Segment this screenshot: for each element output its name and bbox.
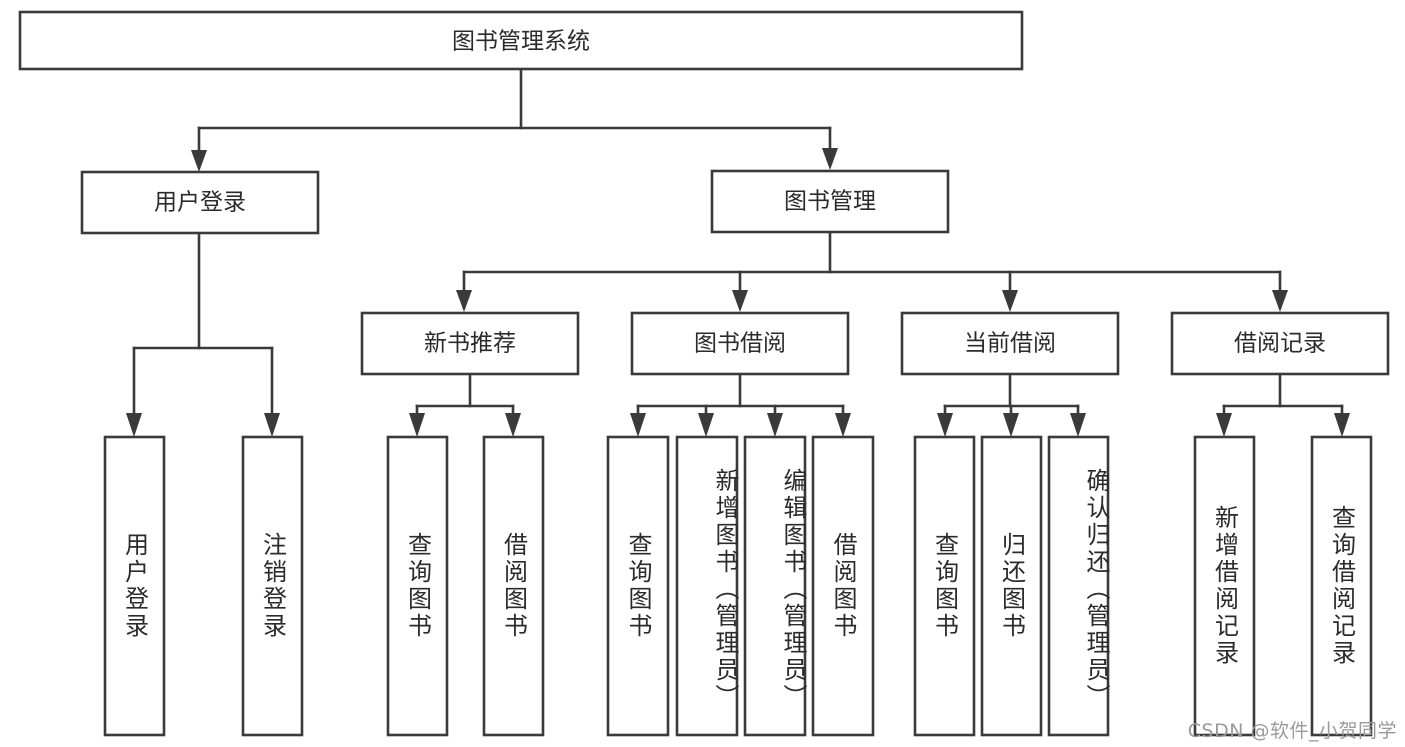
- leaf-box-add-record[interactable]: [1193, 435, 1256, 737]
- connector-group-root: [191, 67, 838, 172]
- watermark-text: CSDN @软件_小贺同学: [1187, 720, 1397, 742]
- arrow-head-leaf-user-login: [126, 413, 142, 437]
- arrow-head-leaf-query-record: [1334, 413, 1350, 437]
- connector-group-new-book-recommend: [409, 372, 521, 437]
- leaf-box-query-book-3[interactable]: [913, 435, 976, 737]
- leaf-box-group: [103, 435, 1373, 737]
- node-current-borrow[interactable]: 当前借阅: [900, 311, 1120, 376]
- arrow-head-leaf-query-book-2: [630, 413, 646, 437]
- node-user-login-box[interactable]: [80, 170, 320, 235]
- arrow-head-leaf-return-book: [1003, 413, 1019, 437]
- arrow-head-leaf-query-book-1: [409, 413, 425, 437]
- leaf-box-return-book[interactable]: [980, 435, 1043, 737]
- arrow-head-leaf-logout: [264, 413, 280, 437]
- connector-group-book-manage: [456, 230, 1288, 312]
- leaf-box-add-book[interactable]: [675, 435, 739, 737]
- node-new-book-recommend-box[interactable]: [360, 311, 580, 376]
- connector-group-book-borrow: [630, 372, 851, 437]
- leaf-box-edit-book[interactable]: [743, 435, 807, 737]
- arrow-head-leaf-borrow-book-2: [835, 413, 851, 437]
- arrow-head-leaf-query-book-3: [937, 413, 953, 437]
- leaf-box-borrow-book-1[interactable]: [482, 435, 545, 737]
- node-user-login[interactable]: 用户登录: [80, 170, 320, 235]
- leaf-box-query-record[interactable]: [1310, 435, 1373, 737]
- arrow-head-new-book-recommend: [456, 290, 472, 312]
- node-book-manage-label: 图书管理: [784, 189, 876, 215]
- node-root[interactable]: 图书管理系统: [18, 10, 1024, 71]
- leaf-box-confirm-return[interactable]: [1047, 435, 1110, 737]
- leaf-box-logout[interactable]: [241, 435, 304, 737]
- node-root-box[interactable]: [18, 10, 1024, 71]
- node-book-borrow[interactable]: 图书借阅: [630, 311, 850, 376]
- node-book-borrow-label: 图书借阅: [694, 331, 786, 357]
- leaf-box-borrow-book-2[interactable]: [811, 435, 875, 737]
- arrow-head-leaf-borrow-book-1: [505, 413, 521, 437]
- node-current-borrow-label: 当前借阅: [964, 331, 1056, 357]
- node-borrow-record[interactable]: 借阅记录: [1170, 311, 1390, 376]
- node-new-book-recommend-label: 新书推荐: [424, 331, 516, 357]
- arrow-head-current-borrow: [1002, 290, 1018, 312]
- arrow-head-user-login: [191, 150, 207, 172]
- node-current-borrow-box[interactable]: [900, 311, 1120, 376]
- node-book-borrow-box[interactable]: [630, 311, 850, 376]
- connector-group-user-login: [126, 231, 280, 437]
- leaf-box-query-book-1[interactable]: [386, 435, 449, 737]
- node-borrow-record-box[interactable]: [1170, 311, 1390, 376]
- arrow-head-leaf-add-record: [1216, 413, 1232, 437]
- node-book-manage-box[interactable]: [710, 169, 950, 234]
- arrow-head-leaf-edit-book: [767, 413, 783, 437]
- leaf-box-query-book-2[interactable]: [606, 435, 670, 737]
- arrow-head-leaf-confirm-return: [1070, 413, 1086, 437]
- node-borrow-record-label: 借阅记录: [1234, 331, 1326, 357]
- connector-group-current-borrow: [937, 372, 1086, 437]
- node-book-manage[interactable]: 图书管理: [710, 169, 950, 234]
- node-user-login-label: 用户登录: [154, 190, 246, 216]
- arrow-head-borrow-record: [1272, 290, 1288, 312]
- node-root-label: 图书管理系统: [452, 29, 590, 55]
- node-new-book-recommend[interactable]: 新书推荐: [360, 311, 580, 376]
- arrow-head-book-borrow: [732, 290, 748, 312]
- arrow-head-book-manage: [822, 148, 838, 170]
- arrow-head-leaf-add-book: [698, 413, 714, 437]
- connector-group-borrow-record: [1216, 372, 1350, 437]
- leaf-box-user-login[interactable]: [103, 435, 166, 737]
